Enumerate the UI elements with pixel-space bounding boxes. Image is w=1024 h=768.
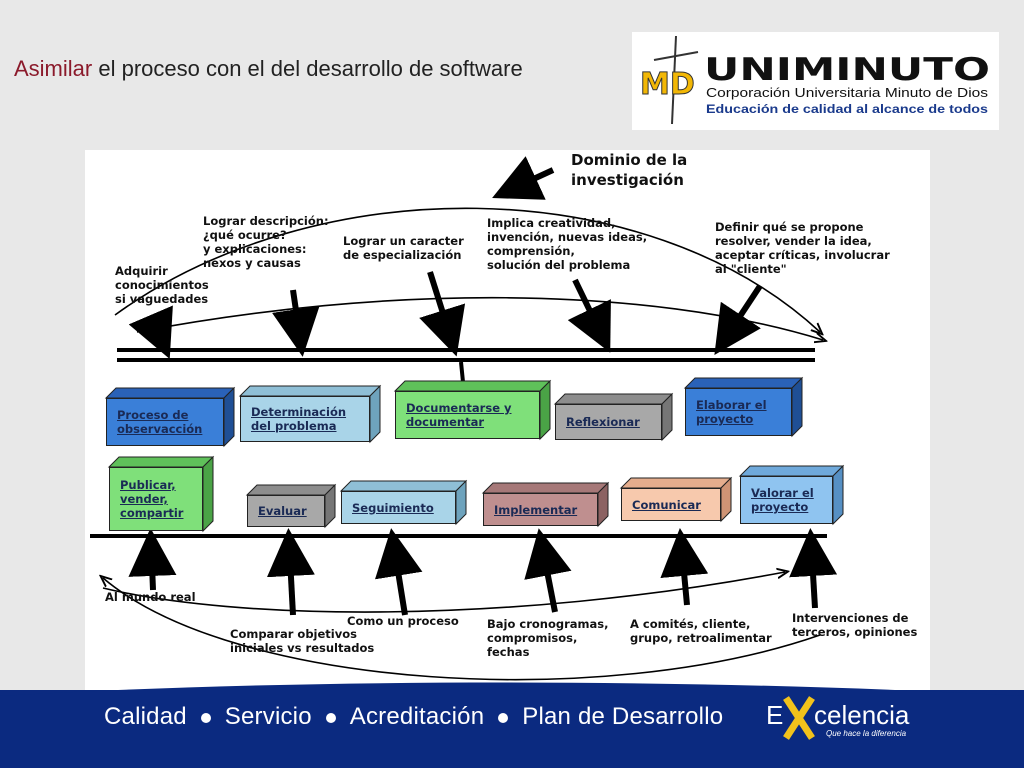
box-label-implementar: Implementar <box>494 502 578 517</box>
logo-line1: Corporación Universitaria Minuto de Dios <box>706 85 989 100</box>
logo-line2: Educación de calidad al alcance de todos <box>706 102 988 116</box>
diagram-lines <box>90 156 838 681</box>
box-documentarse: Documentarse y documentar <box>393 379 552 441</box>
excelencia-prefix: E <box>766 700 783 730</box>
box-comunicar: Comunicar <box>619 476 733 523</box>
uniminuto-logo-graphic: MD UNIMINUTO Corporación Universitaria M… <box>640 35 990 125</box>
top-label-4: Implica creatividad, invención, nuevas i… <box>487 216 648 272</box>
bottom-arrow-3 <box>374 528 423 616</box>
bottom-arrow-2 <box>266 528 315 616</box>
excelencia-tagline: Que hace la diferencia <box>826 729 907 738</box>
box-label-determinacion: Determinación del problema <box>251 405 347 433</box>
top-outer-arc <box>114 207 820 332</box>
bottom-arrow-6 <box>789 528 838 609</box>
bullet-icon <box>200 712 211 723</box>
process-diagram: Dominio de la investigación Adquirir con… <box>85 150 930 695</box>
top-label-2: Lograr descripción: ¿qué ocurre? y expli… <box>203 214 329 270</box>
box-label-documentarse: Documentarse y documentar <box>406 401 512 429</box>
bottom-label-2: Comparar objetivos iniciales vs resultad… <box>230 627 375 655</box>
bar-connector <box>459 361 465 383</box>
slogan-plan: Plan de Desarrollo <box>522 703 724 730</box>
box-label-proceso: Proceso de observacción <box>117 408 203 436</box>
bullet-icon <box>498 712 509 723</box>
box-proceso-observacion: Proceso de observacción <box>104 386 236 448</box>
box-reflexionar: Reflexionar <box>553 392 674 442</box>
footer-slogan: Calidad Servicio Acreditación Plan de Desar… <box>104 703 723 731</box>
bottom-arrow-1 <box>128 528 177 591</box>
box-determinacion-problema: Determinación del problema <box>238 384 382 444</box>
slogan-acreditacion: Acreditación <box>349 703 485 730</box>
box-publicar: Publicar, vender, compartir <box>107 455 215 533</box>
box-elaborar-proyecto: Elaborar el proyecto <box>683 376 804 438</box>
bottom-outer-arc <box>103 578 821 681</box>
box-label-publicar: Publicar, vender, compartir <box>120 478 184 520</box>
slide-title: Asimilar el proceso con el del desarroll… <box>14 56 523 82</box>
box-label-seguimiento: Seguimiento <box>352 500 434 515</box>
bottom-label-1: Al mundo real <box>105 590 196 604</box>
box-label-reflexionar: Reflexionar <box>566 415 640 429</box>
top-arrow-3 <box>419 271 466 357</box>
top-label-5: Definir qué se propone resolver, vender … <box>715 220 890 276</box>
top-arrow-1 <box>128 305 173 360</box>
logo-name: UNIMINUTO <box>704 52 990 88</box>
box-implementar: Implementar <box>481 481 610 528</box>
bottom-arrow-5 <box>660 528 709 606</box>
dominio-label: Dominio de la investigación <box>571 151 688 189</box>
bottom-label-4: Bajo cronogramas, compromisos, fechas <box>487 617 609 659</box>
bullet-icon <box>325 712 336 723</box>
top-arrow-4 <box>567 278 611 353</box>
box-label-evaluar: Evaluar <box>258 504 307 518</box>
bottom-label-5: A comités, cliente, grupo, retroalimenta… <box>630 617 772 645</box>
slogan-servicio: Servicio <box>224 703 312 730</box>
bottom-label-6: Intervenciones de terceros, opiniones <box>792 611 918 639</box>
excelencia-logo: E celencia Que hace la diferencia <box>766 696 926 746</box>
box-seguimiento: Seguimiento <box>339 479 468 526</box>
footer-wave <box>0 682 1024 696</box>
top-arrow-5 <box>714 284 763 356</box>
top-inner-arc <box>136 296 823 340</box>
uniminuto-logo: MD UNIMINUTO Corporación Universitaria M… <box>632 32 999 130</box>
box-evaluar: Evaluar <box>245 483 337 529</box>
top-label-1: Adquirir conocimientos si vaguedades <box>115 264 209 306</box>
box-label-valorar: Valorar el proyecto <box>751 486 814 514</box>
slogan-calidad: Calidad <box>104 703 187 730</box>
box-label-comunicar: Comunicar <box>632 497 701 512</box>
box-valorar-proyecto: Valorar el proyecto <box>738 464 845 526</box>
excelencia-x-icon <box>783 696 815 740</box>
bottom-inner-arc <box>102 572 785 613</box>
footer-band <box>0 682 1024 768</box>
top-label-3: Lograr un caracter de especialización <box>343 234 464 262</box>
title-highlight: Asimilar <box>14 56 93 81</box>
top-arrow-2 <box>272 289 320 357</box>
logo-monogram: MD <box>640 67 695 102</box>
excelencia-rest: celencia <box>814 700 910 730</box>
title-rest: el proceso con el del desarrollo de soft… <box>92 56 523 81</box>
bottom-arrow-4 <box>524 528 572 613</box>
dominio-arrow <box>492 156 555 200</box>
box-label-elaborar: Elaborar el proyecto <box>696 398 767 426</box>
bottom-label-3: Como un proceso <box>347 614 459 628</box>
